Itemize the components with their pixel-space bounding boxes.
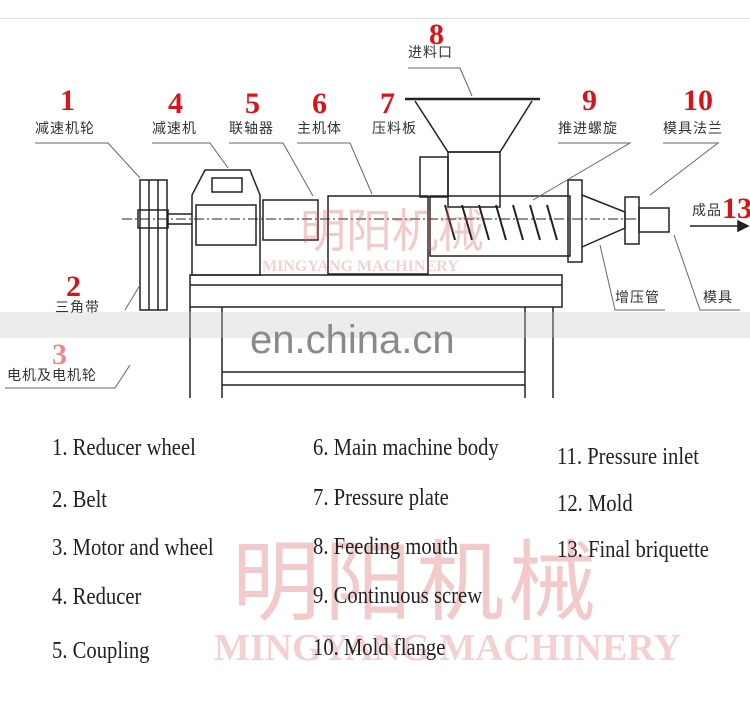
callout-number-5: 5 [245,87,260,120]
callout-label-3: 电机及电机轮 [7,368,97,384]
callout-label-1: 减速机轮 [35,121,95,137]
callout-label-7: 压料板 [372,121,417,137]
callout-number-13: 13 [722,192,750,225]
legend-item: 10. Mold flange [313,635,446,661]
callout-number-6: 6 [312,87,327,120]
legend-item: 5. Coupling [52,638,150,664]
reducer-shape [191,169,261,276]
callout-number-3: 3 [52,338,67,371]
legend-item: 7. Pressure plate [313,485,449,511]
callout-number-7: 7 [380,87,395,120]
legend-item: 13. Final briquette [557,537,709,563]
legend-item: 8. Feeding mouth [313,534,459,560]
callout-label-9: 推进螺旋 [558,121,618,137]
brand-watermark-en: MINGYANG MACHINERY [214,627,681,669]
brand-watermark-cn: 明阳机械 [232,531,601,634]
coupling-shape [262,199,319,241]
legend-item: 11. Pressure inlet [557,444,699,470]
callout-label-4: 减速机 [152,121,197,137]
legend-item: 9. Continuous screw [313,583,483,609]
legend-item: 6. Main machine body [313,435,499,461]
callout-label-11: 增压管 [615,290,660,306]
base-frame [189,274,563,308]
screw-barrel-shape [429,179,670,263]
callout-label-10: 模具法兰 [663,121,723,137]
callout-number-4: 4 [168,87,183,120]
callout-number-9: 9 [582,84,597,117]
reducer-wheel-shape [137,179,169,311]
legend-item: 3. Motor and wheel [52,535,214,561]
callout-label-2: 三角带 [55,300,100,316]
callout-number-2: 2 [66,270,81,303]
callout-number-10: 10 [683,84,713,117]
top-divider [0,18,750,19]
callout-number-8: 8 [429,18,444,51]
brand-watermark-small-en: MINGYANG MACHINERY [262,258,459,275]
callout-number-1: 1 [60,84,75,117]
feeding-mouth-shape [405,97,540,208]
legend-item: 2. Belt [52,487,108,513]
callout-label-6: 主机体 [297,121,342,137]
callout-label-12: 模具 [703,290,733,306]
brand-watermark-small: 明阳机械 [300,204,484,258]
legend-item: 1. Reducer wheel [52,435,196,461]
watermark-band [0,312,750,338]
legend-item: 4. Reducer [52,584,142,610]
callout-label-8: 进料口 [408,45,453,61]
main-body-shape [327,195,429,275]
legend-item: 12. Mold [557,491,633,517]
site-watermark: en.china.cn [250,318,455,362]
machine-drawing [5,67,750,398]
callout-label-5: 联轴器 [229,121,274,137]
callout-label-13: 成品 [692,203,722,219]
